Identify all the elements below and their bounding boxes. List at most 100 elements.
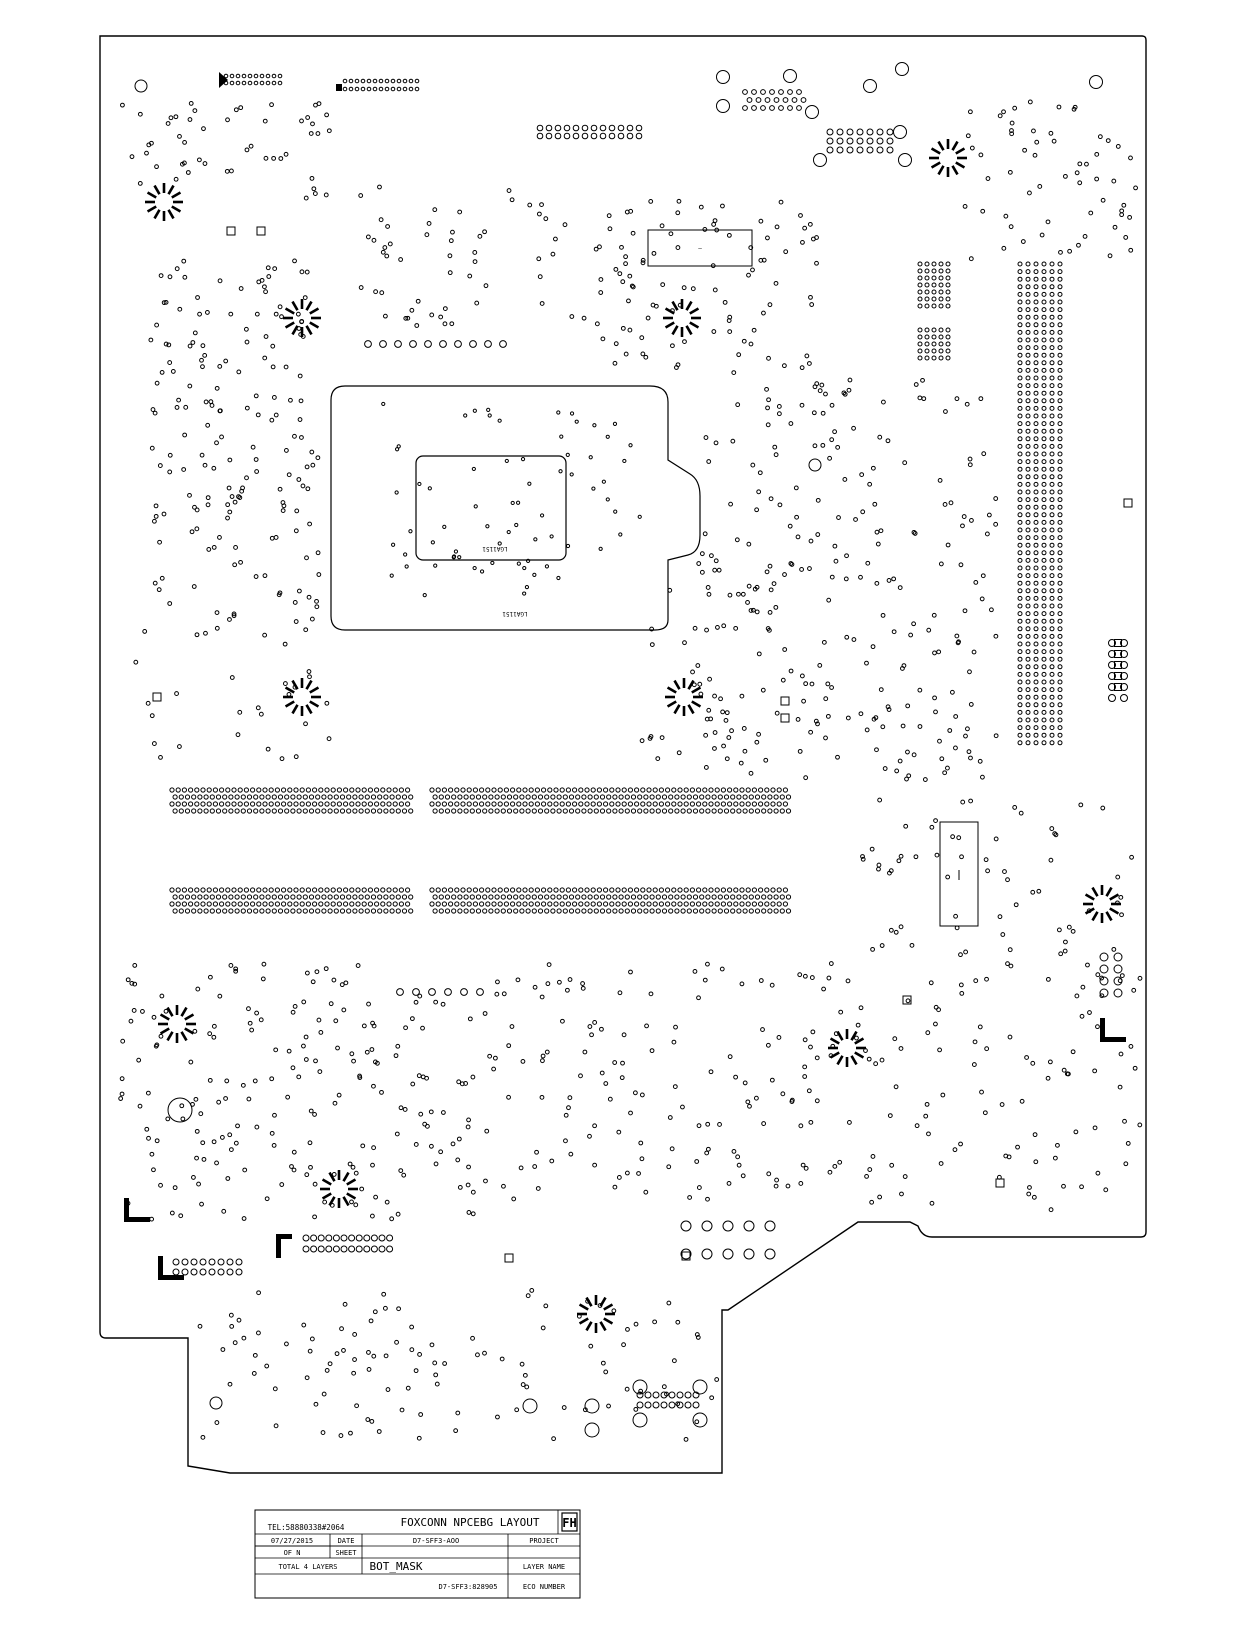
via-hole <box>525 558 531 563</box>
via-hole <box>721 743 726 749</box>
via-hole <box>416 1073 422 1079</box>
via-hole <box>487 1053 493 1059</box>
via-hole <box>860 509 866 515</box>
via-hole <box>711 329 717 334</box>
header-pin <box>1041 694 1047 700</box>
dimm-pin <box>711 808 717 814</box>
dimm-pin <box>302 908 308 914</box>
via-hole <box>870 1154 876 1159</box>
via-hole <box>1108 672 1116 680</box>
via-hole <box>837 1159 843 1165</box>
via-hole <box>324 112 330 118</box>
fiducial-mark <box>184 1013 195 1021</box>
dimm-pin <box>451 794 457 800</box>
via-hole <box>746 583 752 589</box>
via-hole <box>680 1248 692 1260</box>
via-hole <box>457 555 462 560</box>
via-hole <box>909 942 915 948</box>
header-pin <box>924 296 930 302</box>
header-pin <box>1025 588 1031 594</box>
connector-pin <box>856 137 864 145</box>
via-hole <box>855 1022 861 1028</box>
via-hole <box>582 1407 588 1413</box>
via-hole <box>726 735 732 740</box>
via-hole <box>876 866 881 872</box>
via-hole <box>1056 104 1062 110</box>
connector-pin <box>742 89 748 95</box>
fiducial-mark <box>328 1196 336 1207</box>
dimm-pin <box>184 908 191 914</box>
via-hole <box>297 373 303 379</box>
dimm-pin <box>748 908 754 914</box>
connector-pin <box>746 97 753 103</box>
header-pin <box>1057 557 1063 563</box>
dimm-pin <box>444 908 451 914</box>
header-pin <box>1017 428 1023 434</box>
via-hole <box>341 1348 346 1353</box>
via-hole <box>1066 924 1072 930</box>
header-pin <box>938 348 944 354</box>
dimm-pin <box>717 894 723 900</box>
fiducial-mark <box>955 161 966 169</box>
dimm-pin <box>668 908 674 914</box>
via-hole <box>630 230 636 236</box>
via-hole <box>137 180 143 186</box>
via-hole <box>797 972 803 978</box>
dimm-pin <box>472 801 478 807</box>
dimm-pin <box>246 808 253 814</box>
dimm-pin <box>479 887 485 893</box>
via-hole <box>973 978 979 984</box>
header-pin <box>1025 611 1031 617</box>
via-hole <box>227 617 232 622</box>
dimm-pin <box>435 787 441 793</box>
via-hole <box>412 988 420 996</box>
header-pin <box>1041 709 1047 715</box>
via-hole <box>292 258 297 264</box>
header-pin <box>1033 413 1039 419</box>
via-hole <box>499 1356 505 1362</box>
via-hole <box>167 601 173 606</box>
via-hole <box>310 462 316 468</box>
via-hole <box>591 486 596 491</box>
dimm-pin <box>692 808 699 814</box>
fiducial-mark <box>146 191 157 199</box>
via-hole <box>522 1372 528 1378</box>
header-pin <box>1041 421 1047 427</box>
header-pin <box>924 355 930 361</box>
via-hole <box>702 977 708 983</box>
via-hole <box>467 1016 473 1022</box>
header-pin <box>1033 519 1039 525</box>
via-hole <box>214 610 220 615</box>
via-hole <box>911 529 917 535</box>
via-hole <box>820 410 826 416</box>
via-hole <box>371 1083 376 1089</box>
header-pin <box>938 296 944 302</box>
via-hole <box>349 1051 355 1057</box>
dimm-pin <box>444 794 451 800</box>
via-hole <box>387 241 393 247</box>
via-hole <box>536 256 542 262</box>
fiducial-mark <box>305 704 313 715</box>
via-hole <box>190 1101 195 1107</box>
via-hole <box>1009 120 1015 126</box>
dimm-pin <box>367 887 373 893</box>
via-hole <box>812 443 818 449</box>
header-pin <box>1057 443 1063 449</box>
via-hole <box>923 1113 929 1119</box>
connector-pin <box>846 128 854 136</box>
header-pin <box>1017 322 1023 328</box>
via-hole <box>433 563 438 568</box>
via-hole <box>865 560 871 566</box>
via-hole <box>764 1220 776 1232</box>
via-hole <box>905 703 911 709</box>
dimm-pin <box>584 887 590 893</box>
via-hole <box>888 927 894 933</box>
header-pin <box>1057 573 1063 579</box>
header-pin <box>1049 443 1055 449</box>
via-hole <box>639 1092 645 1098</box>
header-pin <box>1033 595 1039 601</box>
dimm-pin <box>318 787 324 793</box>
via-hole <box>1099 975 1105 981</box>
via-hole <box>289 1164 294 1169</box>
total-layers: TOTAL 4 LAYERS <box>278 1563 337 1571</box>
